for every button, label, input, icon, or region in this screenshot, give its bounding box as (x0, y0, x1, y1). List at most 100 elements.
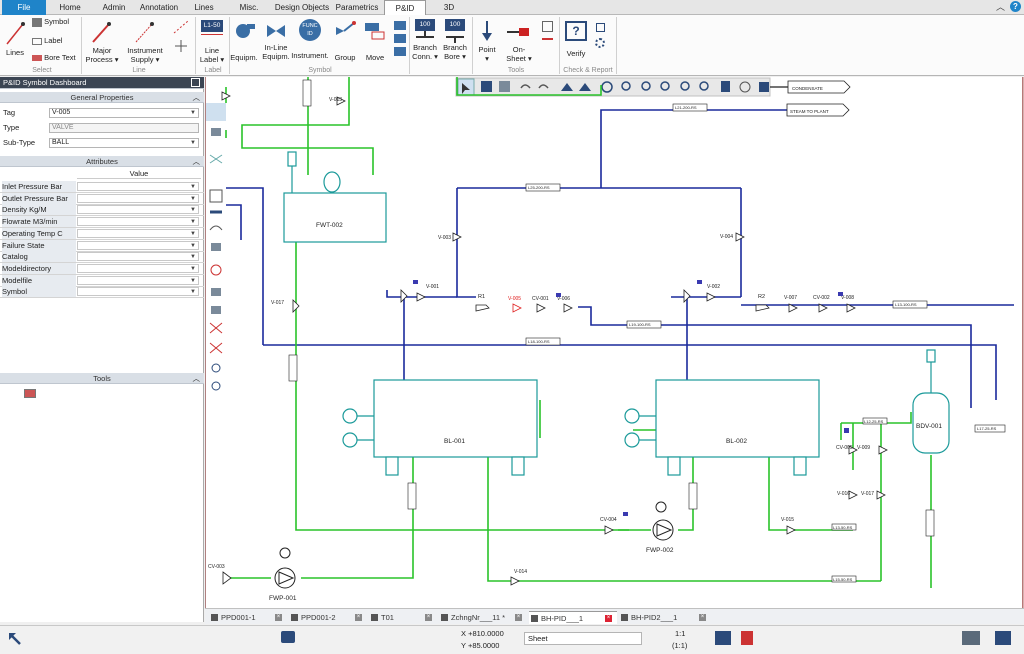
arrow-up-left-icon[interactable] (8, 632, 22, 646)
major-process-button[interactable]: Major Process ▾ (84, 18, 120, 64)
r2-reducer[interactable] (755, 304, 770, 312)
cv-003-valve[interactable] (222, 571, 232, 585)
tab-annotation[interactable]: Annotation (139, 3, 179, 12)
chevron-down-icon[interactable]: ▼ (190, 254, 196, 261)
v-002-valve[interactable] (706, 292, 716, 302)
redo-icon[interactable] (538, 84, 549, 89)
line-label-button[interactable]: L1-50 Line Label ▾ (199, 20, 225, 64)
layers-icon[interactable] (739, 81, 751, 93)
tab-lines[interactable]: Lines (194, 3, 214, 12)
v-005-valve[interactable] (683, 289, 691, 303)
tab-parametrics[interactable]: Parametrics (335, 3, 379, 12)
save-all-icon[interactable] (499, 81, 510, 92)
chevron-down-icon[interactable]: ▼ (190, 219, 196, 226)
condensate-offsheet[interactable] (787, 80, 851, 94)
tag-field[interactable]: V-005▼ (49, 108, 199, 118)
v-009-valve[interactable] (878, 445, 888, 455)
v-001-valve[interactable] (416, 292, 426, 302)
chat-icon[interactable] (281, 631, 295, 643)
zoom-in-icon[interactable] (621, 81, 631, 91)
v-005-valve-selected[interactable] (512, 303, 522, 313)
v-007-valve[interactable] (788, 303, 798, 313)
help-icon[interactable]: ? (1010, 1, 1021, 12)
r1-reducer[interactable] (475, 304, 490, 312)
bl-001-burner[interactable] (342, 408, 358, 424)
dock-tool-icon[interactable] (211, 243, 221, 251)
settings-gear-icon[interactable] (595, 38, 605, 48)
pan-hand-icon[interactable] (721, 81, 730, 92)
lines-select-button[interactable]: Lines (2, 18, 28, 57)
attribute-value-field[interactable]: ▼ (77, 228, 199, 238)
up-icon[interactable] (561, 83, 573, 91)
tools-header[interactable]: Tools ︿ (0, 373, 204, 384)
fwp-002-pump[interactable] (652, 519, 674, 541)
document-tab[interactable]: ZchngNr___11 *× (439, 611, 527, 624)
document-tab[interactable]: T01× (369, 611, 437, 624)
collapse-icon[interactable]: ︿ (192, 93, 201, 102)
attribute-value-field[interactable]: ▼ (77, 252, 199, 262)
zoom-window-icon[interactable] (660, 81, 670, 91)
attribute-value-field[interactable]: ▼ (77, 275, 199, 285)
group-button[interactable]: Group (331, 19, 359, 62)
steam-offsheet[interactable] (786, 103, 850, 117)
collapse-icon[interactable]: ︿ (192, 374, 201, 383)
chevron-down-icon[interactable]: ▼ (190, 277, 196, 284)
move-button[interactable]: Move (361, 19, 389, 62)
bl-002-burner[interactable] (624, 408, 640, 424)
chevron-down-icon[interactable]: ▼ (190, 242, 196, 249)
toolbox-icon[interactable] (962, 631, 980, 645)
cv-005-valve[interactable] (848, 445, 858, 455)
instrument-supply-button[interactable]: Instrument Supply ▾ (124, 18, 166, 64)
document-tab[interactable]: PPD001-1× (209, 611, 287, 624)
chevron-down-icon[interactable]: ▼ (190, 207, 196, 214)
panel-float-icon[interactable] (191, 78, 200, 87)
pipe-spec-icon[interactable] (541, 21, 553, 32)
cv-001-valve[interactable] (536, 303, 546, 313)
attribute-value-field[interactable]: ▼ (77, 217, 199, 227)
instrument-button[interactable]: FUNC ID Instrument. (291, 19, 329, 60)
dock-tool-icon[interactable] (211, 306, 221, 314)
general-properties-header[interactable]: General Properties ︿ (0, 92, 204, 103)
building-icon[interactable] (715, 631, 731, 645)
close-icon[interactable]: × (699, 614, 706, 621)
file-menu[interactable]: File (2, 0, 46, 15)
tool-symbol-icon[interactable] (24, 389, 36, 398)
branch-bore-button[interactable]: 100 Branch Bore ▾ (443, 19, 467, 61)
v-012-valve[interactable] (221, 91, 231, 101)
label-select-button[interactable]: Label (32, 36, 76, 45)
drawing-canvas[interactable]: L21-200-RS L25-200-RS L19-100-RS L18-100… (205, 77, 1024, 608)
report-icon[interactable] (595, 23, 605, 32)
fwt-002-tank[interactable] (283, 192, 387, 243)
line-tool-small-2[interactable] (170, 39, 192, 53)
document-tab[interactable]: BH-PID2___1× (619, 611, 711, 624)
close-icon[interactable]: × (515, 614, 522, 621)
save-icon[interactable] (481, 81, 492, 92)
symbol-select-button[interactable]: Symbol (32, 17, 76, 27)
attributes-header[interactable]: Attributes ︿ (0, 156, 204, 167)
chevron-down-icon[interactable]: ▼ (190, 289, 196, 296)
v-004-valve[interactable] (735, 232, 745, 242)
tab-3d[interactable]: 3D (443, 3, 455, 12)
close-icon[interactable]: × (275, 614, 282, 621)
tab-design-objects[interactable]: Design Objects (274, 3, 330, 12)
measure-icon[interactable] (759, 82, 769, 92)
dock-tool-icon[interactable] (211, 128, 221, 136)
collapse-ribbon-icon[interactable]: ︿ (996, 2, 1006, 12)
fwt-002-deaerator[interactable] (323, 171, 341, 193)
v-016-valve[interactable] (848, 490, 858, 500)
v-003-valve[interactable] (400, 289, 408, 303)
users-icon[interactable] (741, 631, 753, 645)
v-017-valve[interactable] (292, 299, 300, 313)
verify-button[interactable]: ? Verify (561, 19, 591, 58)
bl-001-boiler[interactable] (373, 379, 538, 458)
v-003-valve[interactable] (452, 232, 462, 242)
panel-toggle-icon[interactable] (995, 631, 1011, 645)
dock-tool-icon[interactable] (211, 288, 221, 296)
chevron-down-icon[interactable]: ▼ (190, 195, 196, 202)
sheet-field[interactable]: Sheet (524, 632, 642, 645)
attribute-value-field[interactable]: ▼ (77, 240, 199, 250)
close-icon[interactable]: × (425, 614, 432, 621)
document-tab[interactable]: BH-PID___1× (529, 611, 617, 624)
chevron-down-icon[interactable]: ▼ (190, 265, 196, 272)
collapse-icon[interactable]: ︿ (192, 157, 201, 166)
